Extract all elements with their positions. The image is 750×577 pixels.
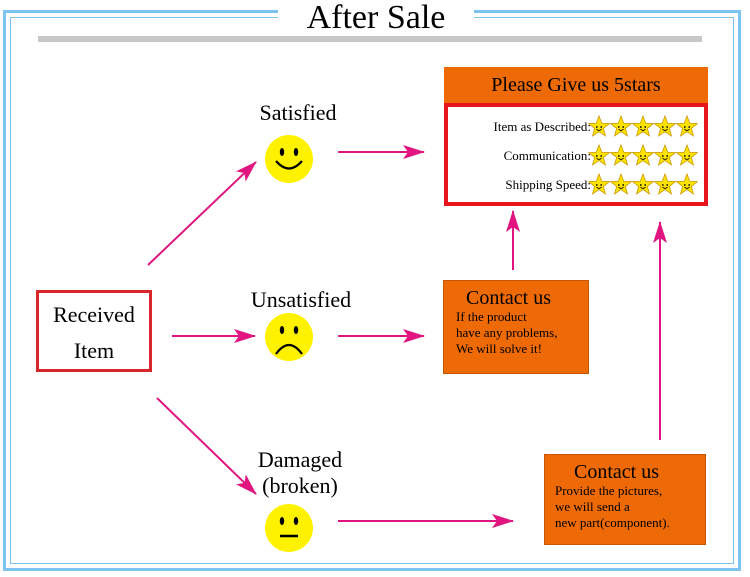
contact-us-problem-panel: Contact us If the product have any probl… [443,280,589,374]
received-item-line2: Item [73,338,115,363]
received-item-box: Received Item [36,290,152,372]
star-icon [653,114,677,137]
rating-row-label: Item as Described: [493,119,591,134]
star-icon [675,114,699,137]
title-underline-bar [38,36,702,42]
star-icon [609,172,633,195]
contact-us-problem-line: If the product [456,309,527,324]
star-icon [631,114,655,137]
contact-us-problem-heading: Contact us [466,287,551,309]
star-rating [587,114,699,139]
neutral-face-icon [265,504,313,552]
rating-panel-heading: Please Give us 5stars [444,67,708,103]
satisfied-label: Satisfied [259,100,337,125]
star-icon [653,172,677,195]
contact-us-damaged-line: Provide the pictures, [555,483,663,498]
star-icon [653,143,677,166]
smiley-face-icon [265,135,313,183]
star-icon [609,114,633,137]
rating-row: Shipping Speed: [448,172,704,197]
rating-row: Item as Described: [448,114,704,139]
contact-us-damaged-line: new part(component). [555,515,670,530]
star-icon [587,114,611,137]
rating-panel: Item as Described: Communication: Shippi… [444,103,708,206]
damaged-label-line1: Damaged [257,447,343,472]
rating-row-label: Communication: [503,148,591,163]
star-icon [631,143,655,166]
contact-us-problem-line: We will solve it! [456,341,542,356]
arrow-received-to-satisfied [147,161,257,266]
contact-us-damaged-panel: Contact us Provide the pictures, we will… [544,454,706,545]
sad-face-icon [265,313,313,361]
unsatisfied-label: Unsatisfied [250,287,352,312]
star-icon [587,143,611,166]
star-icon [675,172,699,195]
star-rating [587,172,699,197]
received-item-line1: Received [53,302,135,327]
contact-us-problem-line: have any problems, [456,325,558,340]
star-icon [675,143,699,166]
contact-us-damaged-heading: Contact us [574,461,659,483]
arrow-received-to-damaged [156,397,257,495]
rating-row: Communication: [448,143,704,168]
star-icon [609,143,633,166]
star-rating [587,143,699,168]
contact-us-damaged-line: we will send a [555,499,630,514]
rating-row-label: Shipping Speed: [505,177,591,192]
damaged-label-line2: (broken) [262,473,338,498]
star-icon [587,172,611,195]
page-title: After Sale [278,0,474,36]
star-icon [631,172,655,195]
